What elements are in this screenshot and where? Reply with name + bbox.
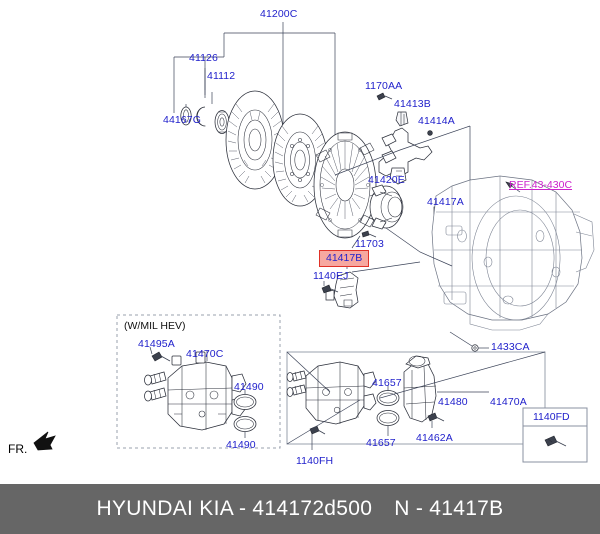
part-41462A-bolt [427, 412, 445, 428]
reference-label[interactable]: REF.43-430C [509, 179, 573, 191]
assembly-leader-lines [334, 125, 471, 273]
label-41490-b: 41490 [226, 439, 256, 451]
hev-inset-border [116, 314, 281, 449]
label-1140FH: 1140FH [296, 455, 334, 467]
part-41414A-pin [427, 130, 433, 136]
hev-pump-assembly [144, 351, 247, 431]
label-41657-a: 41657 [372, 377, 402, 389]
pump-assembly-main [286, 361, 377, 425]
transmission-housing [431, 175, 595, 331]
label-1433CA: 1433CA [491, 341, 530, 353]
label-41200C: 41200C [260, 8, 298, 20]
label-44167G: 44167G [163, 114, 201, 126]
part-41495A-bolt [149, 346, 171, 362]
part-11703-bolt [351, 230, 377, 249]
part-41413B-release-fork [378, 111, 433, 185]
part-41126-snapring [196, 106, 206, 127]
footer-code: N - 41417B [394, 497, 504, 520]
pump-inset-border [286, 351, 546, 445]
label-1170AA: 1170AA [365, 80, 403, 92]
label-1140EJ: 1140EJ [313, 270, 349, 282]
label-41490-a: 41490 [234, 381, 264, 393]
part-1433CA-washer [449, 331, 489, 352]
label-41112: 41112 [207, 70, 236, 82]
part-41420E-release-bearing [369, 184, 404, 230]
label-41470A: 41470A [490, 396, 527, 408]
hev-inset-caption: (W/MIL HEV) [124, 320, 186, 332]
front-arrow-icon [33, 431, 56, 451]
label-41414A: 41414A [418, 115, 455, 127]
part-41112-bearing [214, 110, 230, 134]
label-41657-b: 41657 [366, 437, 396, 449]
label-1140FD: 1140FD [533, 411, 570, 423]
part-44167G-oring [180, 106, 192, 126]
clutch-pressure-plate [313, 131, 377, 239]
label-41462A: 41462A [416, 432, 453, 444]
footer-bar: HYUNDAI KIA - 414172d500 N - 41417B [0, 484, 600, 534]
label-41417A: 41417A [427, 196, 464, 208]
footer-brand-part: HYUNDAI KIA - 414172d500 [96, 497, 373, 520]
label-41495A: 41495A [138, 338, 175, 350]
part-41480-cover [403, 355, 450, 423]
fr-label: FR. [8, 442, 28, 456]
clutch-disc-rear [272, 113, 328, 207]
label-41470C: 41470C [186, 348, 224, 360]
inset-diagonals [286, 351, 546, 445]
part-41657-orings [376, 385, 400, 436]
label-41420E: 41420E [368, 174, 405, 186]
part-41490-orings [233, 390, 257, 438]
part-1140FH-bolt [309, 425, 326, 450]
part-1170AA-bolt [376, 92, 393, 101]
label-41480: 41480 [438, 396, 468, 408]
label-11703: 11703 [355, 238, 384, 250]
label-41126: 41126 [189, 52, 218, 64]
bolt-inset-box [522, 407, 588, 463]
part-1140EJ-bolt [321, 281, 339, 294]
reference-leader [505, 181, 521, 193]
highlighted-part-41417B[interactable]: 41417B [319, 250, 370, 267]
label-41413B: 41413B [394, 98, 431, 110]
clutch-disc-front [225, 90, 285, 190]
